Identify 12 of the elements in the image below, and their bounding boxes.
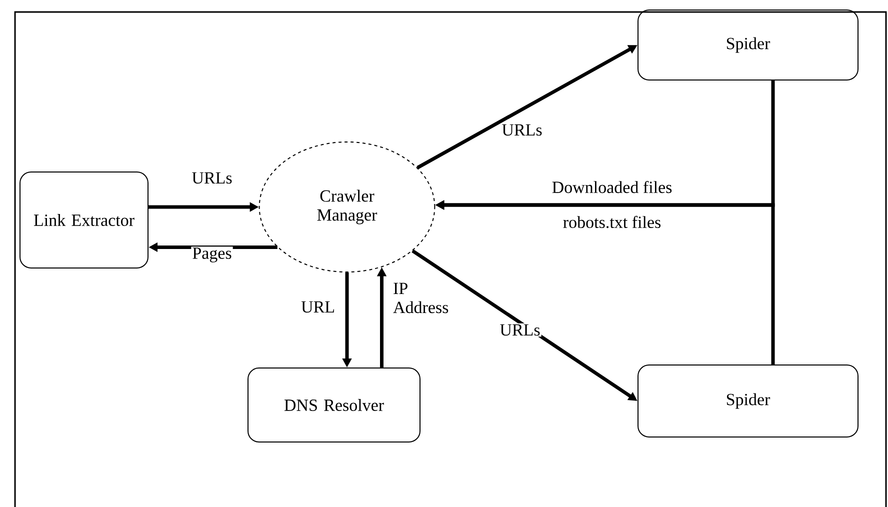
edge-label: URL bbox=[300, 300, 336, 314]
process-box: Spider bbox=[638, 10, 858, 80]
process-box: DNS Resolver bbox=[248, 368, 420, 442]
edge-label: robots.txt files bbox=[562, 214, 662, 230]
edge-label: Pages bbox=[191, 246, 233, 264]
edge-label: URLs bbox=[500, 123, 544, 137]
process-box: Link Extractor bbox=[20, 172, 148, 268]
edge-label: Downloaded files bbox=[550, 180, 674, 194]
edge-label: URLs bbox=[498, 323, 542, 337]
edge-label: IP Address bbox=[392, 282, 448, 314]
process-box: Spider bbox=[638, 364, 858, 438]
edge-label: URLs bbox=[190, 171, 234, 185]
